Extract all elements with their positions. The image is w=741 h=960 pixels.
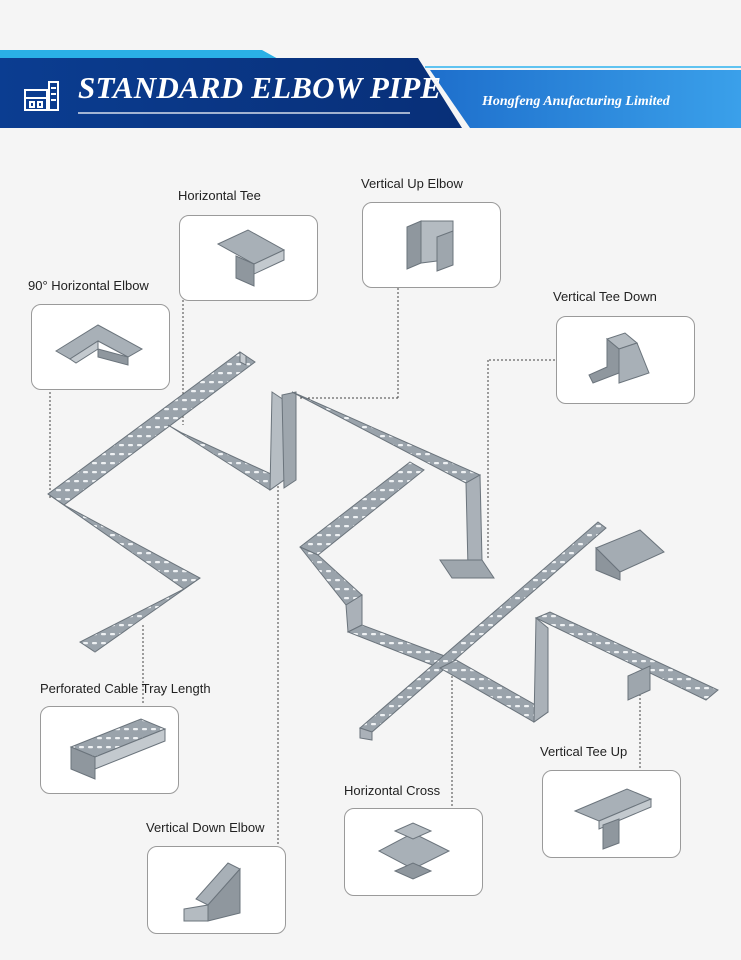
label-horizontal-cross: Horizontal Cross	[344, 783, 441, 798]
vertical-up-elbow-icon	[406, 220, 454, 272]
label-vertical-tee-up: Vertical Tee Up	[540, 744, 628, 759]
vertical-down-elbow-icon	[183, 862, 241, 922]
label-vertical-up-elbow: Vertical Up Elbow	[361, 176, 463, 191]
cable-tray-length-icon	[69, 718, 167, 780]
vertical-tee-down-icon	[588, 332, 650, 384]
tray-upper	[291, 391, 495, 633]
horizontal-cross-icon	[377, 822, 451, 880]
callout-horizontal-cross	[344, 808, 483, 896]
callout-vertical-tee-down	[556, 316, 695, 404]
label-vertical-tee-down: Vertical Tee Down	[553, 289, 657, 304]
horizontal-tee-icon	[216, 229, 286, 287]
vertical-tee-up-icon	[573, 788, 653, 850]
cable-tray-layout	[47, 288, 719, 845]
callout-vertical-up-elbow	[362, 202, 501, 288]
label-90-horizontal-elbow: 90° Horizontal Elbow	[28, 278, 149, 293]
callout-vertical-tee-up	[542, 770, 681, 858]
company-name: Hongfeng Anufacturing Limited	[482, 94, 670, 109]
page-title: STANDARD ELBOW PIPE	[78, 70, 442, 105]
horizontal-elbow-icon	[55, 324, 144, 366]
label-vertical-down-elbow: Vertical Down Elbow	[146, 820, 265, 835]
callout-horizontal-tee	[179, 215, 318, 301]
factory-icon	[24, 81, 59, 111]
tray-left	[47, 351, 297, 653]
callout-perforated-cable-tray-length	[40, 706, 179, 794]
callout-vertical-down-elbow	[147, 846, 286, 934]
label-horizontal-tee: Horizontal Tee	[178, 188, 261, 203]
callout-90-horizontal-elbow	[31, 304, 170, 390]
label-perforated-cable-tray-length: Perforated Cable Tray Length	[40, 681, 211, 696]
leader-lines	[49, 288, 641, 845]
tray-lower	[346, 521, 719, 741]
header-banner	[0, 50, 741, 128]
